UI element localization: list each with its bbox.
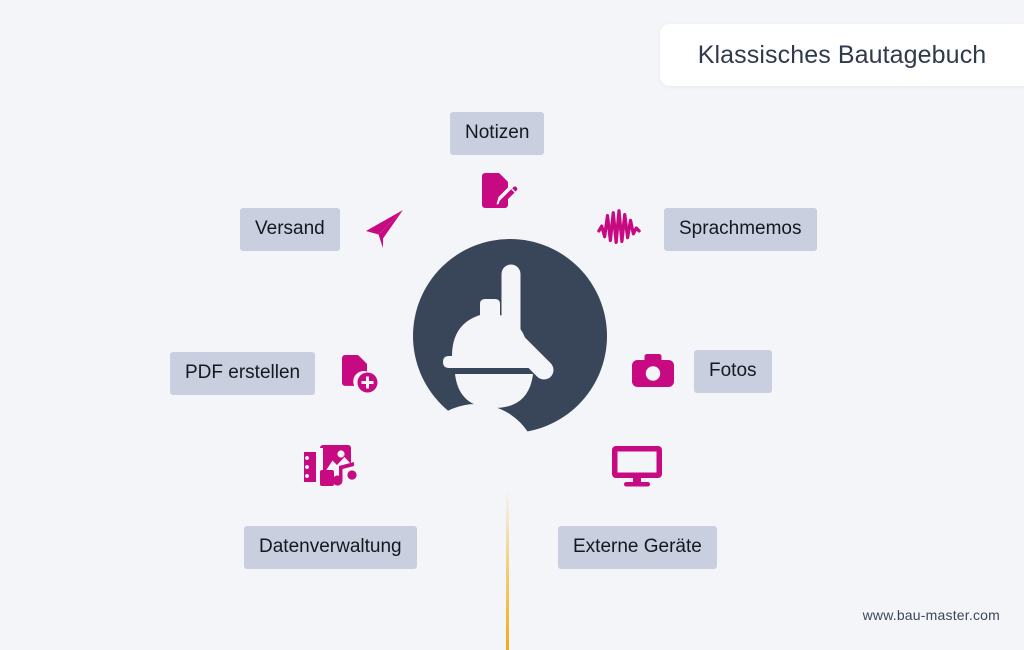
camera-icon [630, 348, 676, 394]
feature-label-sprachmemos: Sprachmemos [664, 207, 817, 251]
feature-node-sprachmemos[interactable]: Sprachmemos [596, 206, 817, 252]
accent-vertical-line [506, 490, 509, 650]
feature-node-notizen[interactable]: Notizen [450, 112, 545, 215]
footer-url: www.bau-master.com [862, 607, 1000, 623]
clock-hardhat-icon [413, 239, 607, 433]
page-title: Klassisches Bautagebuch [697, 40, 987, 69]
feature-label-geraete: Externe Geräte [558, 526, 717, 569]
feature-label-fotos: Fotos [694, 349, 772, 393]
feature-label-daten: Datenverwaltung [244, 526, 417, 569]
feature-node-daten[interactable]: Datenverwaltung [244, 444, 417, 569]
document-pencil-icon [474, 169, 520, 215]
feature-node-fotos[interactable]: Fotos [630, 348, 772, 394]
paper-plane-icon [362, 206, 408, 252]
document-plus-icon [335, 350, 381, 396]
feature-node-geraete[interactable]: Externe Geräte [558, 444, 717, 569]
media-library-icon [302, 444, 358, 490]
hardhat-glyph [443, 299, 537, 408]
feature-node-pdf[interactable]: PDF erstellen [170, 350, 381, 396]
monitor-icon [612, 444, 663, 488]
feature-node-versand[interactable]: Versand [240, 206, 408, 252]
feature-label-notizen: Notizen [450, 112, 545, 155]
central-hub [412, 238, 608, 434]
feature-label-pdf: PDF erstellen [170, 351, 316, 395]
title-card: Klassisches Bautagebuch [660, 24, 1024, 86]
audio-waveform-icon [596, 206, 642, 252]
feature-label-versand: Versand [240, 207, 340, 251]
